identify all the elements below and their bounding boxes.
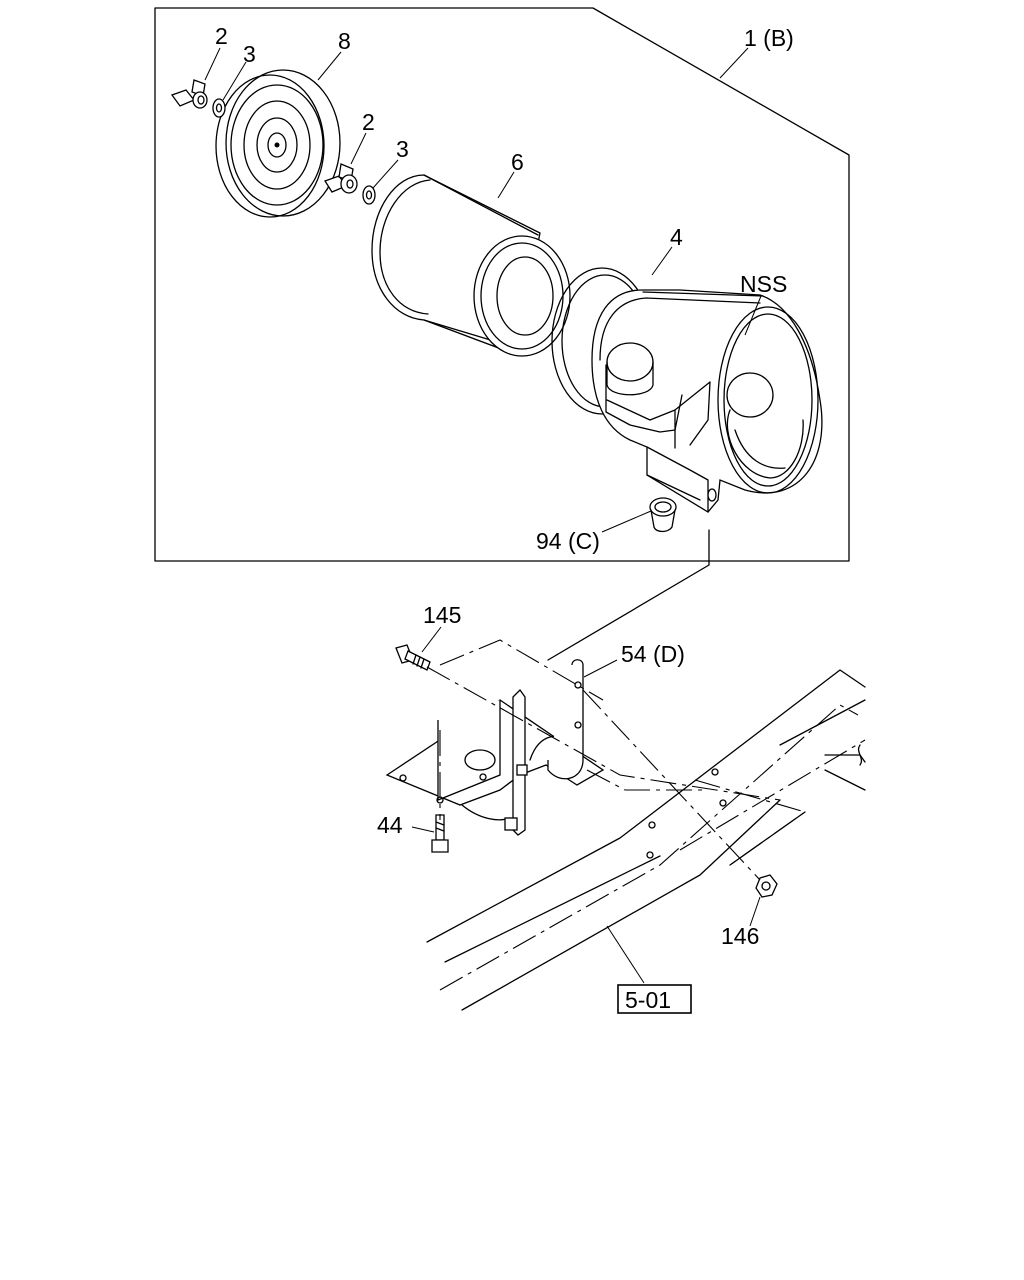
assembly-enclosure: [154, 7, 850, 562]
label-bracket: 54 (D): [621, 641, 685, 667]
label-gasket: 4: [670, 224, 683, 250]
label-element: 6: [511, 149, 524, 175]
nut-146: [755, 874, 778, 898]
label-cover: 8: [338, 28, 351, 54]
mounting-bracket: [385, 659, 605, 836]
label-valve: 94 (C): [536, 528, 600, 554]
air-cleaner-cover: [215, 69, 341, 218]
label-assembly: 1 (B): [744, 25, 794, 51]
wing-bolt-lower: [324, 163, 358, 194]
bolt-44: [431, 814, 449, 853]
label-wing-bolt-upper: 2: [215, 23, 228, 49]
label-washer-upper: 3: [243, 41, 256, 67]
leader-lines: [204, 47, 762, 984]
label-nut-146: 146: [721, 923, 759, 949]
label-bolt-44: 44: [377, 812, 403, 838]
washer-upper: [212, 98, 226, 118]
chassis-frame: [426, 669, 866, 1011]
connector-lines: [426, 529, 781, 881]
frame-reference[interactable]: 5-01: [617, 984, 692, 1014]
frame-reference-label[interactable]: 5-01: [625, 987, 671, 1013]
label-bolt-145: 145: [423, 602, 461, 628]
wing-bolt-upper: [170, 79, 208, 109]
label-nss: NSS: [740, 271, 787, 297]
air-cleaner-body: [591, 289, 823, 513]
label-wing-bolt-lower: 2: [362, 109, 375, 135]
air-filter-element: [371, 174, 571, 357]
bolt-145: [395, 644, 431, 671]
label-washer-lower: 3: [396, 136, 409, 162]
evacuator-valve: [649, 497, 677, 533]
frame-reference-box[interactable]: [617, 984, 692, 1014]
labels: 2 3 8 2 3 6 4 1 (B) NSS 94 (C) 145 54 (D…: [215, 23, 794, 949]
washer-lower: [362, 185, 376, 205]
